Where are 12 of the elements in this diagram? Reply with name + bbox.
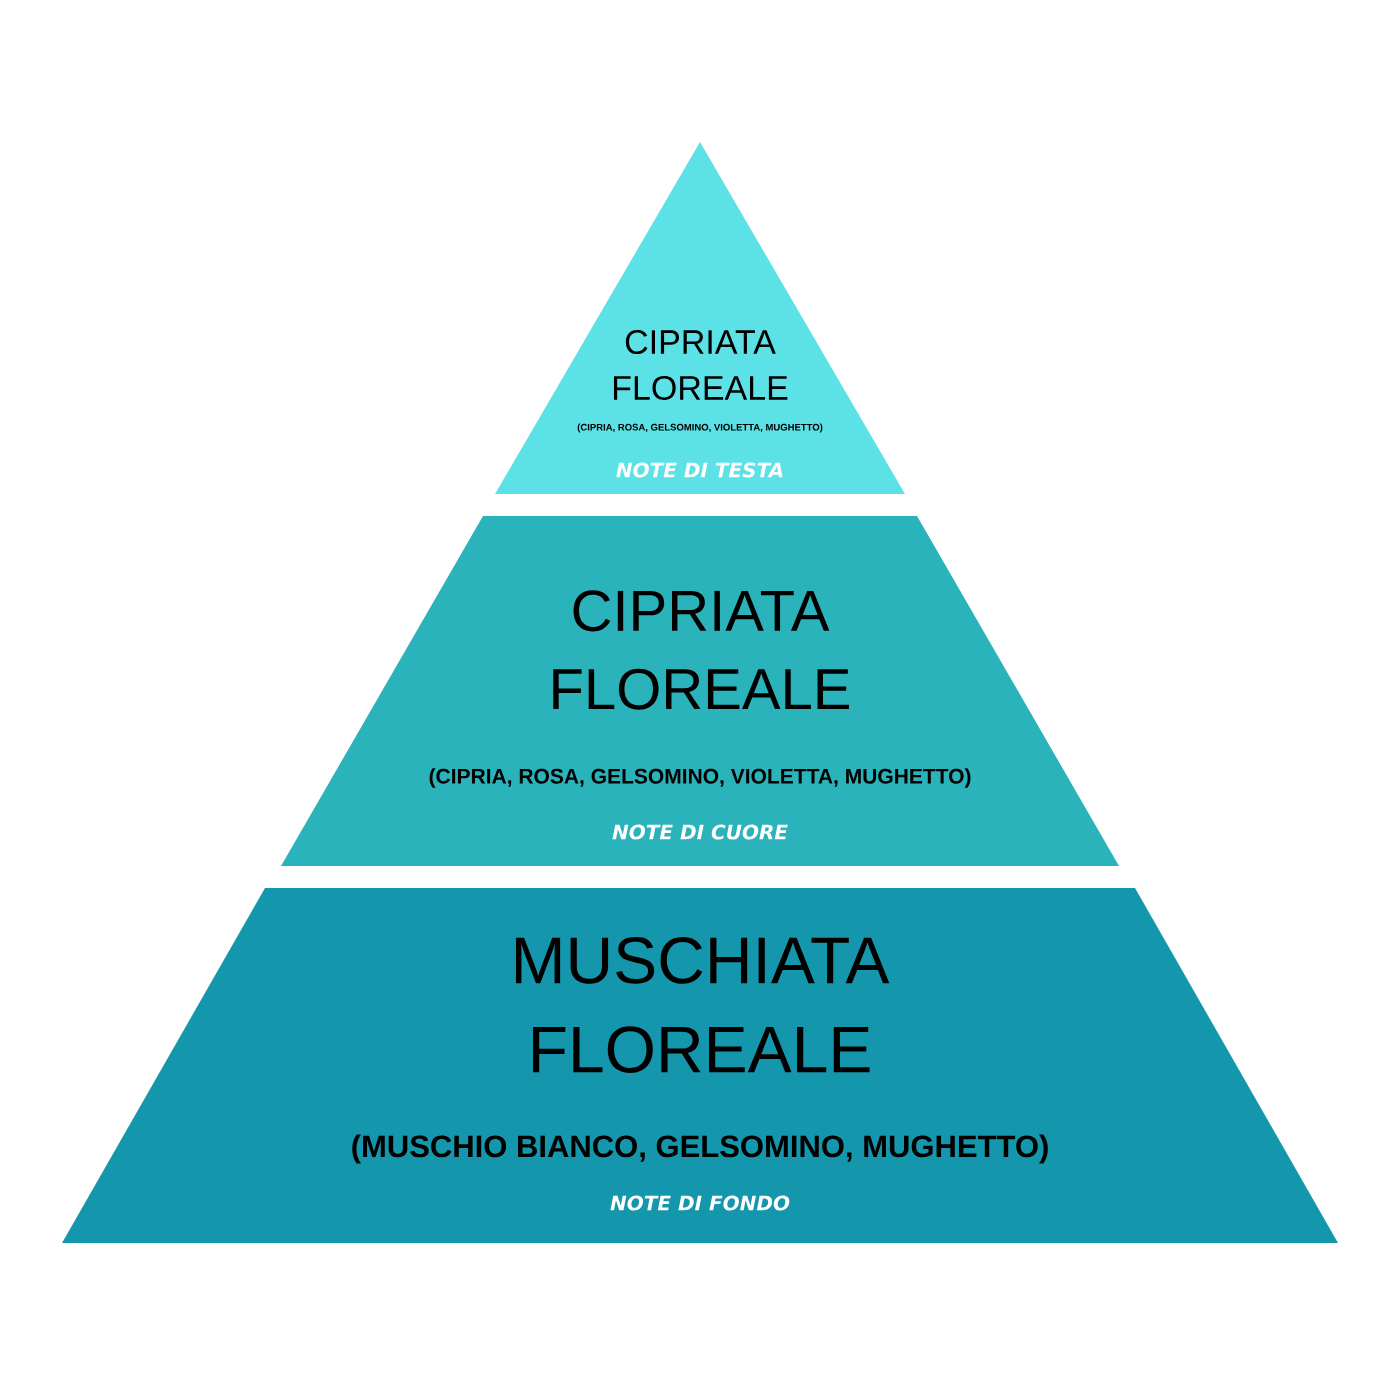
tier-note: NOTE DI FONDO — [610, 1195, 790, 1211]
tier-note: NOTE DI TESTA — [616, 462, 783, 478]
tier-title: CIPRIATA FLOREALE — [553, 590, 849, 710]
tier-title: CIPRIATA FLOREALE — [614, 330, 788, 400]
ingredient-list: (CIPRIA, ROSA, GELSOMINO, VIOLETTA, MUGHETTO) — [429, 768, 971, 788]
ingredient-list: (MUSCHIO BIANCO, GELSOMINO, MUGHETTO) — [352, 1134, 1048, 1164]
pyramid-tier — [281, 516, 1119, 866]
tier-note: NOTE DI CUORE — [612, 824, 788, 840]
ingredient-list: (CIPRIA, ROSA, GELSOMINO, VIOLETTA, MUGHETTO) — [577, 423, 823, 433]
tier-title: MUSCHIATA FLOREALE — [515, 937, 890, 1073]
pyramid-tier — [62, 888, 1338, 1243]
pyramid-tier — [495, 142, 905, 494]
